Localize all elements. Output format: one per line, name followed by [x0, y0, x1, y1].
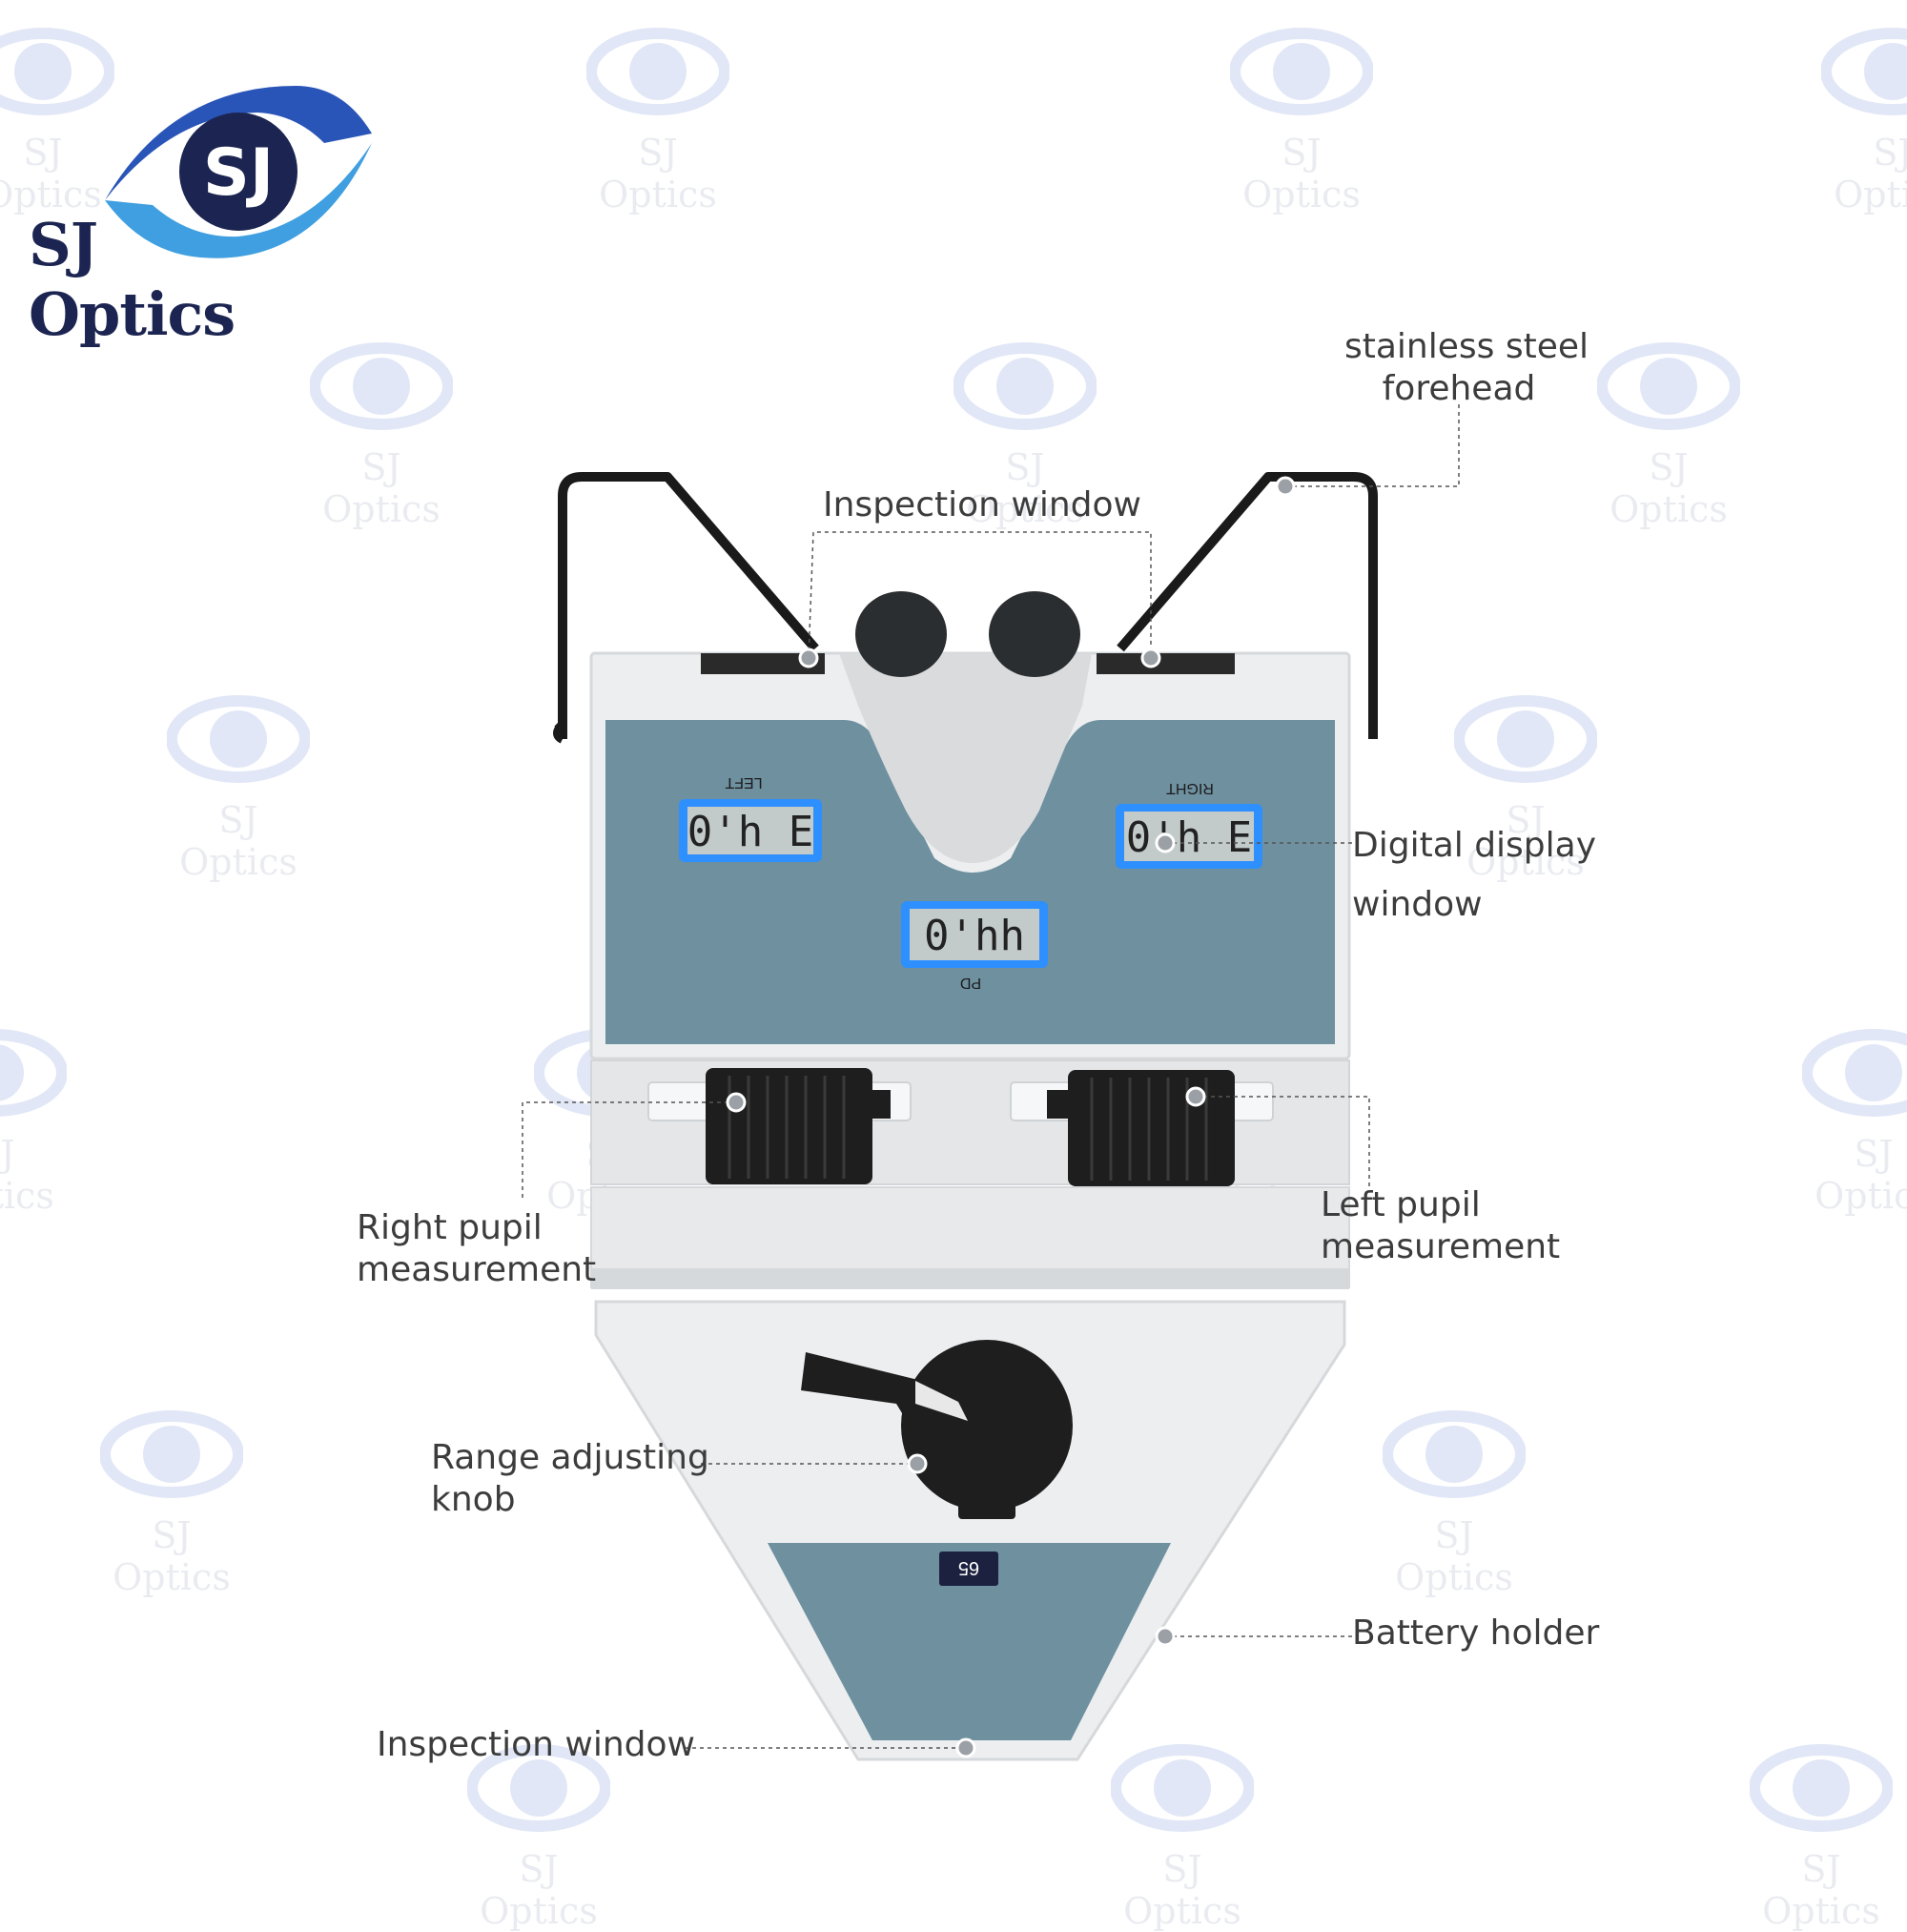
leader-forehead	[1285, 401, 1460, 487]
marker-forehead	[1275, 476, 1296, 497]
lcd-left-screen	[687, 807, 813, 854]
callout-battery: Battery holder	[1352, 1613, 1600, 1653]
left-pupil-knob-tab	[1047, 1090, 1070, 1119]
nose-pad	[855, 591, 947, 677]
marker-right-pupil	[726, 1092, 747, 1113]
marker-inspection-top-right	[1140, 647, 1161, 668]
device-mid-stripe	[591, 1268, 1349, 1289]
knob-strip	[590, 1059, 1350, 1185]
sight-slot-right	[1097, 653, 1235, 674]
forehead-rest	[1117, 472, 1378, 739]
marker-digital-display	[1155, 832, 1176, 853]
range-knob-base	[958, 1502, 1015, 1519]
forehead-rest	[553, 721, 566, 744]
lcd-pd-label: PD	[960, 975, 981, 991]
nose-pad	[989, 591, 1080, 677]
right-pupil-knob-tab	[870, 1090, 891, 1119]
marker-left-pupil	[1185, 1086, 1206, 1107]
lcd-left-value: 0'h E	[687, 808, 813, 856]
callout-range-knob: Range adjusting knob	[431, 1438, 709, 1519]
brand-name: SJ Optics	[29, 210, 236, 349]
lower-window-panel	[768, 1543, 1171, 1740]
callout-right-pupil: Right pupil measurement	[357, 1208, 597, 1289]
lcd-pd-value: 0'hh	[924, 912, 1025, 960]
range-adjusting-knob[interactable]	[901, 1340, 1073, 1511]
forehead-rest	[558, 472, 819, 739]
callout-inspection-top: Inspection window	[823, 485, 1141, 524]
logo-glyph: SJ	[203, 135, 274, 211]
nose-bridge	[839, 653, 1092, 863]
marker-inspection-top-left	[798, 647, 819, 668]
range-knob-pointer	[915, 1381, 968, 1421]
sight-slot-left	[701, 653, 825, 674]
lcd-right-value: 0'h E	[1126, 813, 1252, 862]
callout-left-pupil: Left pupil measurement	[1321, 1185, 1561, 1266]
lcd-right-label: RIGHT	[1166, 780, 1214, 796]
range-knob-lever[interactable]	[801, 1352, 958, 1435]
scale-value: 65	[958, 1557, 979, 1578]
marker-range-knob	[907, 1453, 928, 1474]
callout-inspection-bottom: Inspection window	[377, 1725, 695, 1764]
callout-digital-display: Digital display window	[1352, 826, 1597, 924]
marker-battery	[1155, 1626, 1176, 1647]
sj-logo-icon: SJ	[105, 86, 372, 258]
brand-logo: SJ	[95, 67, 381, 280]
lcd-pd-screen	[910, 909, 1039, 960]
leader-inspection-top	[808, 531, 1152, 659]
lcd-right-screen	[1124, 812, 1254, 861]
knob-grip	[728, 1076, 1208, 1181]
leader-right-pupil	[522, 1101, 736, 1202]
callout-forehead: stainless steel forehead	[1344, 327, 1589, 408]
lcd-left-label: LEFT	[725, 774, 762, 791]
scale-readout	[939, 1552, 998, 1586]
marker-inspection-bottom	[955, 1737, 976, 1758]
leader-left-pupil	[1196, 1096, 1370, 1192]
device-lower-body	[594, 1300, 1346, 1761]
